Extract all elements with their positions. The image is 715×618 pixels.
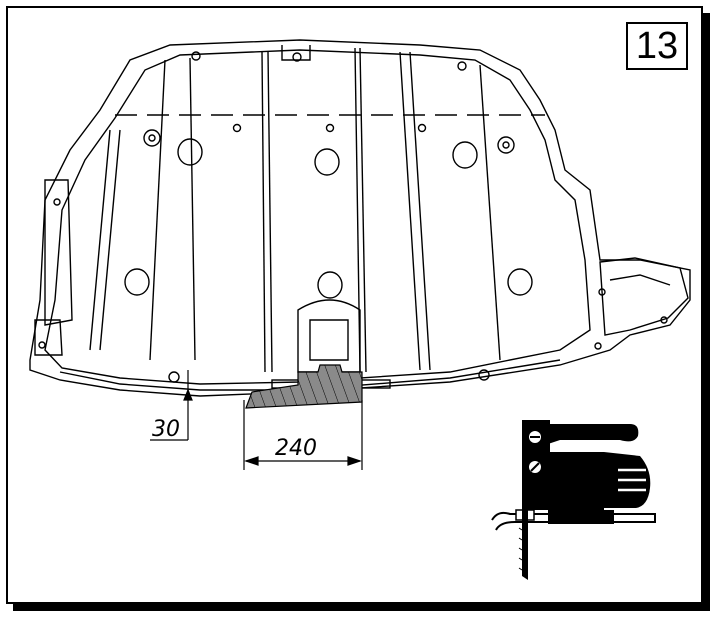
height-dimension-label: 30 — [152, 417, 180, 442]
dimension-width — [243, 400, 363, 470]
width-dimension-label: 240 — [275, 436, 317, 461]
step-number: 13 — [635, 25, 679, 67]
cut-area-hatch — [245, 364, 363, 409]
dimension-height — [150, 370, 193, 441]
step-number-box: 13 — [626, 22, 688, 70]
jigsaw-icon — [491, 420, 656, 580]
undertray-panel — [29, 39, 691, 397]
